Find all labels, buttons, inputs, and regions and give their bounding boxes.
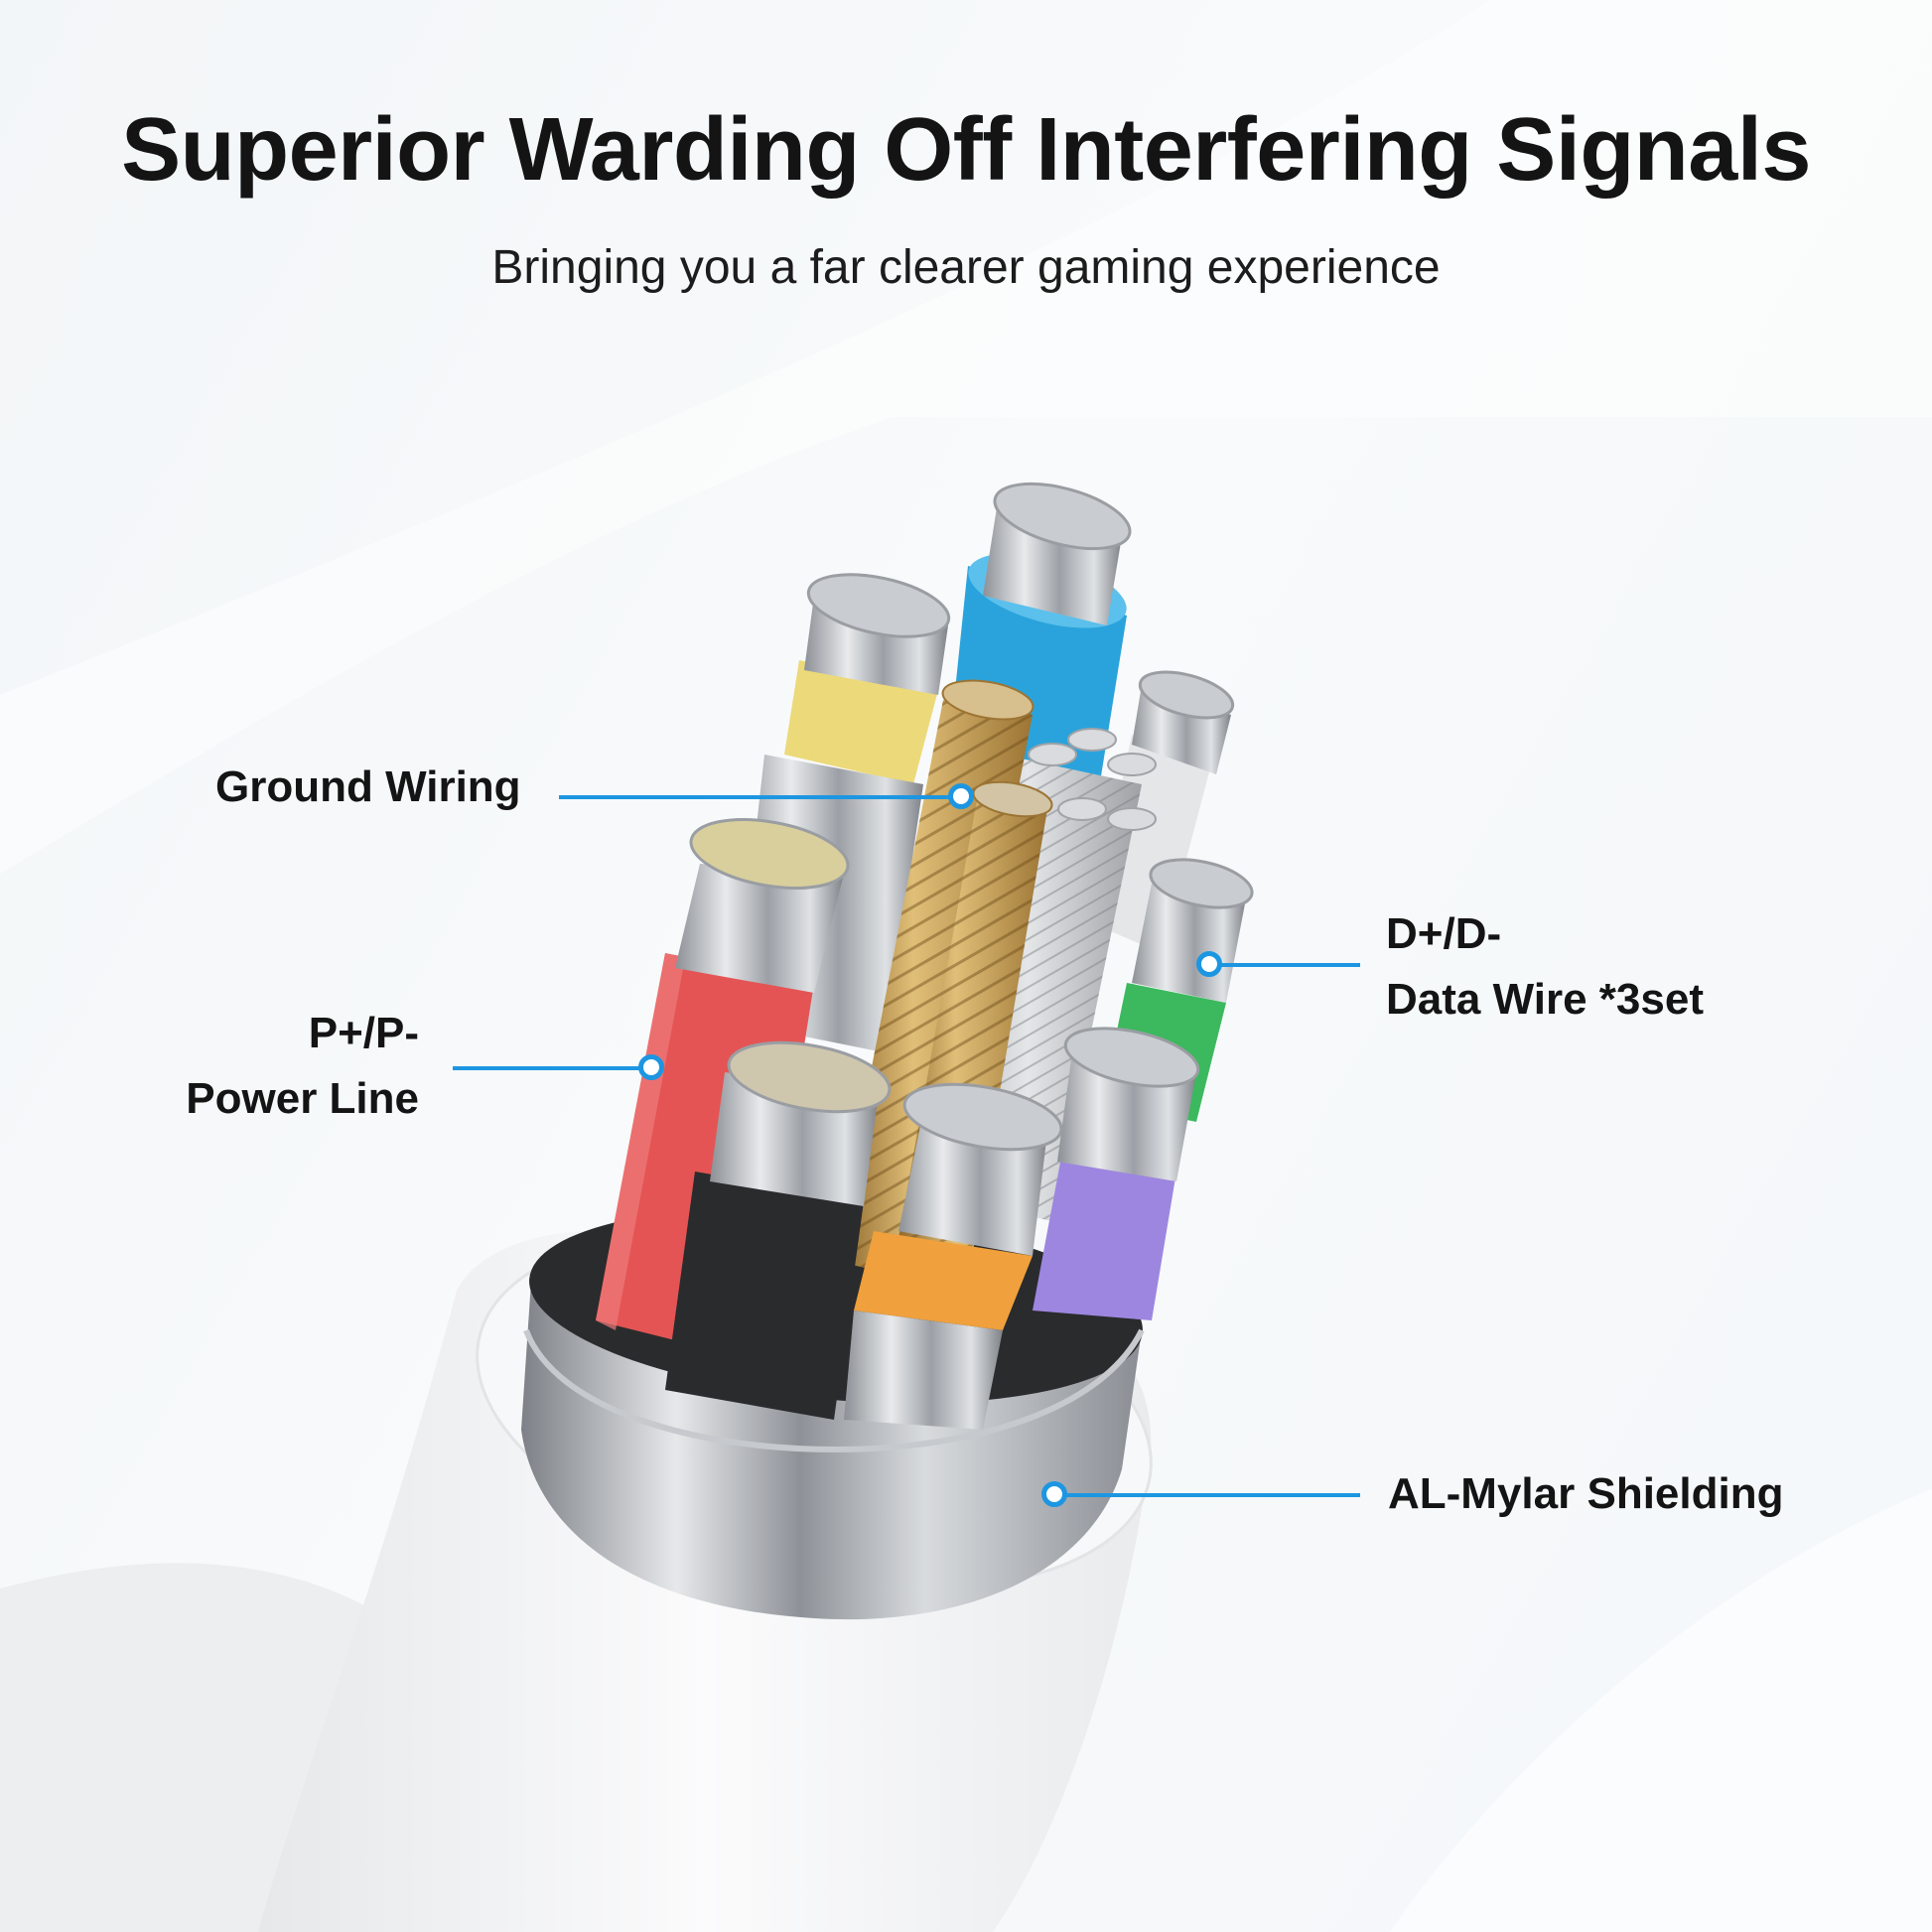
shielding-label: AL-Mylar Shielding: [1388, 1461, 1783, 1527]
data-wire-marker: [1196, 951, 1222, 977]
page-subtitle: Bringing you a far clearer gaming experi…: [491, 241, 1441, 294]
power-line-label-line2: Power Line: [186, 1074, 419, 1123]
power-line-label-line1: P+/P-: [308, 1009, 419, 1057]
wire-black: [665, 1040, 892, 1420]
page-title: Superior Warding Off Interfering Signals: [121, 100, 1811, 200]
shielding-marker: [1041, 1481, 1067, 1507]
power-line-marker: [638, 1054, 664, 1080]
ground-wiring-leader-line: [559, 795, 961, 799]
power-line-leader-line: [453, 1066, 651, 1070]
shielding-label-line1: AL-Mylar Shielding: [1388, 1469, 1784, 1518]
data-wire-label-line1: D+/D-: [1386, 909, 1502, 958]
ground-wiring-label: Ground Wiring: [215, 755, 521, 820]
data-wire-leader-line: [1209, 963, 1360, 967]
data-wire-label: D+/D- Data Wire *3set: [1386, 901, 1704, 1033]
ground-wiring-label-line1: Ground Wiring: [215, 762, 521, 811]
wire-purple: [1033, 1027, 1200, 1320]
data-wire-label-line2: Data Wire *3set: [1386, 975, 1704, 1024]
wire-orange: [844, 1082, 1063, 1430]
ground-wiring-marker: [948, 783, 974, 809]
shield-rim: [523, 1328, 1145, 1453]
shielding-leader-line: [1054, 1493, 1360, 1497]
power-line-label: P+/P- Power Line: [186, 1001, 419, 1132]
